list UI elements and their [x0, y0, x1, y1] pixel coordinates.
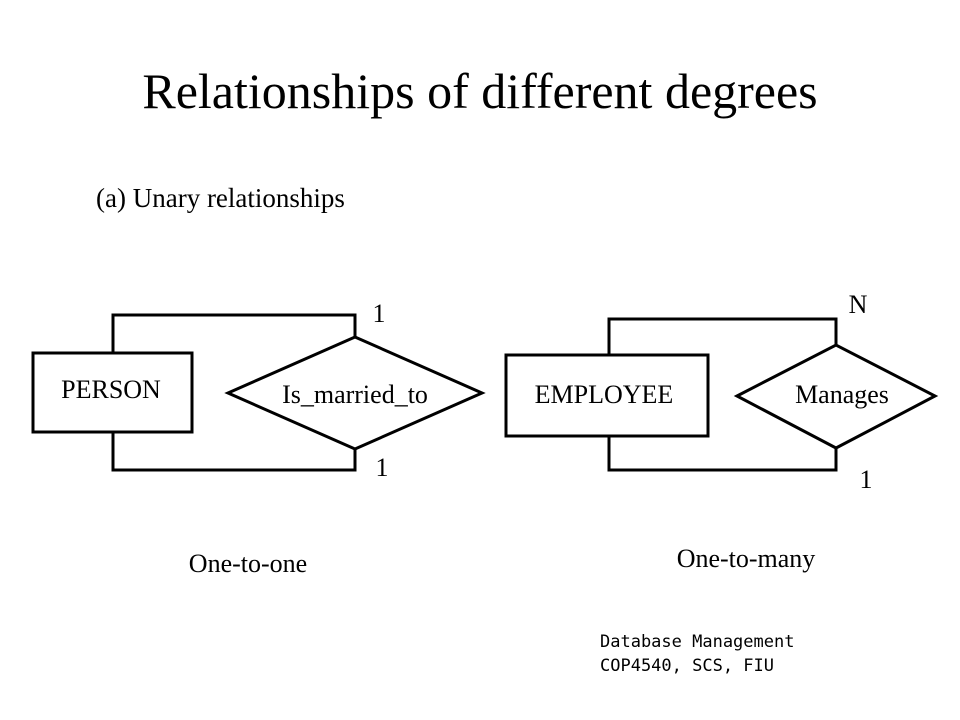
entity-box: [504, 353, 710, 438]
entity-label: EMPLOYEE: [535, 380, 674, 409]
footer-course: Database Management: [600, 632, 795, 652]
top-cardinality: N: [849, 290, 868, 319]
section-subtitle: (a) Unary relationships: [96, 183, 345, 213]
top-connector-line: [607, 317, 838, 355]
entity-box: [31, 351, 194, 434]
bottom-connector-line: [111, 432, 357, 472]
entity-label: PERSON: [61, 375, 161, 404]
relationship-diamond: [733, 343, 939, 450]
relationship-label: Manages: [795, 380, 889, 409]
relationship-label: Is_married_to: [282, 380, 428, 409]
footer-institution: COP4540, SCS, FIU: [600, 656, 774, 676]
bottom-connector-line: [607, 436, 838, 472]
footer: Database Management COP4540, SCS, FIU: [600, 630, 794, 678]
diagram-caption: One-to-many: [677, 544, 816, 573]
diagram-one-to-one: PERSON Is_married_to 1 1 One-to-one: [31, 299, 486, 578]
top-connector-line: [111, 313, 357, 353]
slide-title: Relationships of different degrees: [142, 63, 818, 119]
bottom-cardinality: 1: [860, 465, 873, 494]
diagram-one-to-many: EMPLOYEE Manages N 1 One-to-many: [504, 290, 939, 573]
top-cardinality: 1: [373, 299, 386, 328]
relationship-diamond: [224, 335, 486, 451]
diagram-caption: One-to-one: [189, 549, 307, 578]
bottom-cardinality: 1: [376, 453, 389, 482]
